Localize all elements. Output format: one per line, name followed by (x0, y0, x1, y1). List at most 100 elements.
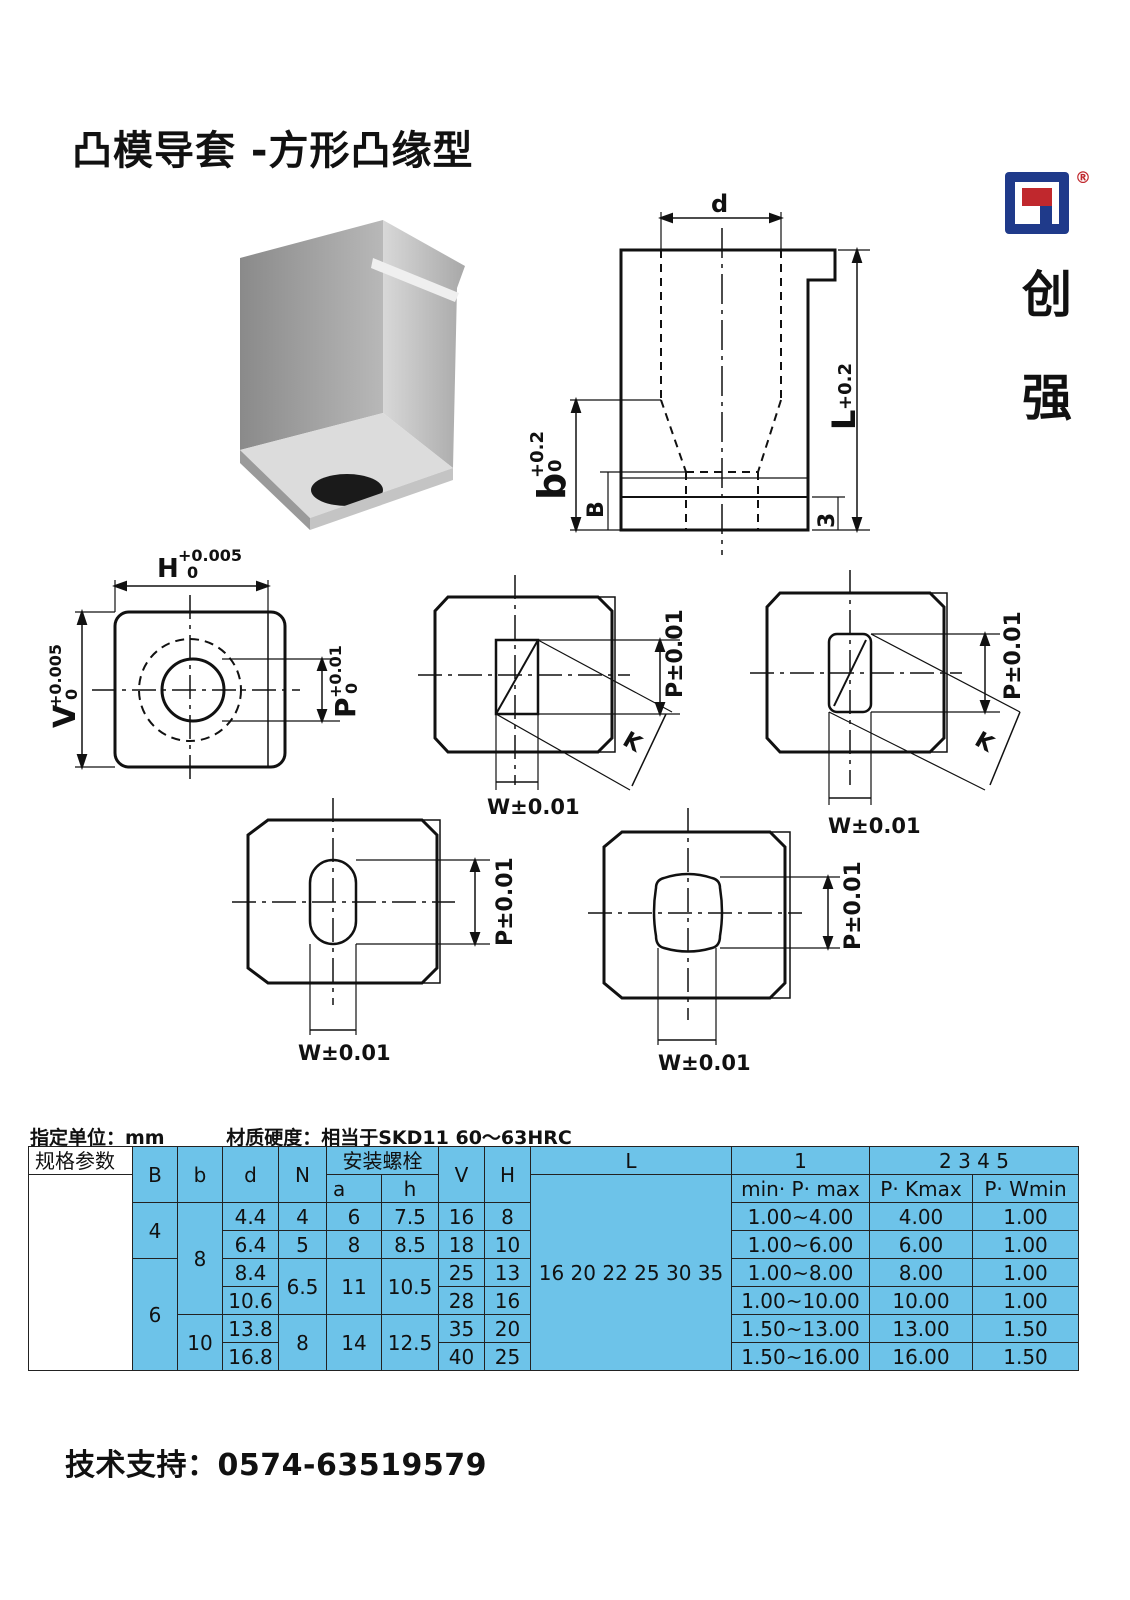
cell-h: 8.5 (381, 1230, 439, 1259)
dim-3: 3 (815, 513, 840, 528)
top-view-angled-slot-1 (418, 575, 680, 791)
cell-a: 8 (326, 1230, 382, 1259)
product-photo (240, 220, 465, 530)
dim-b: b (530, 473, 574, 500)
cell-kmax: 6.00 (869, 1230, 973, 1259)
material-label: 材质硬度：相当于SKD11 60～63HRC (226, 1127, 572, 1149)
th-L: L (530, 1146, 732, 1175)
dim-B: B (584, 501, 609, 518)
cell-V: 16 (438, 1202, 485, 1231)
tech-support-line: 技术支持：0574-63519579 (65, 1448, 487, 1483)
cell-L-values: 16 20 22 25 30 35 (530, 1174, 732, 1371)
cell-kmax: 8.00 (869, 1258, 973, 1287)
side-section-view (570, 212, 870, 555)
table-row: 6 8.4 6.5 11 10.5 25 13 1.00~8.00 8.00 1… (29, 1258, 1080, 1371)
brand-logo-icon (1005, 172, 1069, 234)
dim-P: P (329, 697, 362, 718)
dim-L-tol: +0.2 (835, 363, 856, 410)
technical-drawings: d L +0.2 b +0.2 0 B 3 H +0.005 0 V +0.00… (46, 190, 1026, 1075)
top-view-relieved-square (588, 808, 840, 1045)
dim-b-tol-up: +0.2 (527, 431, 548, 478)
table-row: 10.6 28 16 1.00~10.00 10.00 1.00 (29, 1286, 1080, 1315)
cell-minmax: 1.00~8.00 (731, 1258, 870, 1287)
cell-N: 8 (278, 1314, 327, 1371)
th-wmin: P· Wmin (971, 1174, 1080, 1203)
cell-B: 6 (132, 1258, 178, 1371)
cell-h: 12.5 (381, 1314, 439, 1371)
cell-d: 8.4 (222, 1258, 279, 1287)
dim-b-tol-low: 0 (545, 459, 566, 472)
cell-H: 10 (484, 1230, 531, 1259)
cell-minmax: 1.50~16.00 (731, 1342, 870, 1371)
cell-wmin: 1.50 (971, 1314, 1080, 1343)
dim-K-view2: K (618, 727, 646, 758)
cell-B: 4 (132, 1202, 178, 1259)
dim-P-view3: P±0.01 (1001, 611, 1026, 700)
cell-d: 10.6 (222, 1286, 279, 1315)
th-bolt: 安装螺栓 (326, 1146, 439, 1175)
dim-K-view3: K (970, 727, 998, 758)
cell-H: 8 (484, 1202, 531, 1231)
cell-minmax: 1.00~6.00 (731, 1230, 870, 1259)
dim-W-view2: W±0.01 (487, 795, 580, 819)
th-h: h (381, 1174, 439, 1203)
dim-L: L (825, 410, 863, 430)
dim-W-view3: W±0.01 (828, 814, 921, 838)
spec-blank-cell (28, 1174, 133, 1371)
th-a: a (326, 1174, 382, 1203)
dim-H: H (157, 554, 179, 584)
registered-mark: ® (1075, 168, 1091, 187)
th-V: V (438, 1146, 485, 1203)
cell-b: 10 (177, 1314, 223, 1371)
th-spec: 规格参数 (28, 1146, 133, 1175)
cell-kmax: 16.00 (869, 1342, 973, 1371)
cell-h: 10.5 (381, 1258, 439, 1315)
table-row: 6.4 5 8 8.5 18 10 1.00~6.00 6.00 1.00 (29, 1230, 1080, 1259)
dim-d: d (711, 190, 728, 218)
th-N: N (278, 1146, 327, 1203)
cell-kmax: 4.00 (869, 1202, 973, 1231)
cell-d: 13.8 (222, 1314, 279, 1343)
cell-H: 25 (484, 1342, 531, 1371)
cell-d: 4.4 (222, 1202, 279, 1231)
cell-minmax: 1.50~13.00 (731, 1314, 870, 1343)
cell-wmin: 1.00 (971, 1286, 1080, 1315)
cell-N: 4 (278, 1202, 327, 1231)
cell-b: 8 (177, 1202, 223, 1315)
th-group-1: 1 (731, 1146, 870, 1175)
dim-W-view4: W±0.01 (298, 1041, 391, 1065)
th-b: b (177, 1146, 223, 1203)
units-line: 指定单位：mm 材质硬度：相当于SKD11 60～63HRC (30, 1123, 572, 1150)
cell-minmax: 1.00~4.00 (731, 1202, 870, 1231)
cell-a: 14 (326, 1314, 382, 1371)
th-group-2345: 2 3 4 5 (868, 1146, 1080, 1175)
unit-label: 指定单位：mm (30, 1127, 165, 1149)
cell-kmax: 10.00 (869, 1286, 973, 1315)
table-row: 16.8 40 25 1.50~16.00 16.00 1.50 (29, 1342, 1080, 1371)
cell-V: 40 (438, 1342, 485, 1371)
th-H: H (484, 1146, 531, 1203)
dim-P-view5: P±0.01 (841, 861, 866, 950)
cell-V: 35 (438, 1314, 485, 1343)
th-d: d (222, 1146, 279, 1203)
dim-W-view5: W±0.01 (658, 1051, 751, 1075)
cell-wmin: 1.00 (971, 1258, 1080, 1287)
cell-H: 13 (484, 1258, 531, 1287)
page-title: 凸模导套 -方形凸缘型 (72, 128, 474, 174)
cell-H: 20 (484, 1314, 531, 1343)
cell-a: 6 (326, 1202, 382, 1231)
top-view-angled-slot-2 (750, 570, 1021, 805)
top-view-obround (232, 798, 490, 1035)
cell-d: 6.4 (222, 1230, 279, 1259)
cell-N: 5 (278, 1230, 327, 1259)
dim-P-tol-up: +0.01 (326, 645, 345, 698)
top-view-round (75, 580, 340, 785)
cell-wmin: 1.50 (971, 1342, 1080, 1371)
th-minmax: min· P· max (731, 1174, 870, 1203)
dim-V: V (48, 704, 83, 728)
dim-V-tol-up: +0.005 (46, 644, 65, 708)
cell-h: 7.5 (381, 1202, 439, 1231)
table-row: 10 13.8 8 14 12.5 35 20 1.50~13.00 13.00… (29, 1314, 1080, 1371)
dim-P-tol-low: 0 (342, 683, 361, 694)
cell-V: 18 (438, 1230, 485, 1259)
